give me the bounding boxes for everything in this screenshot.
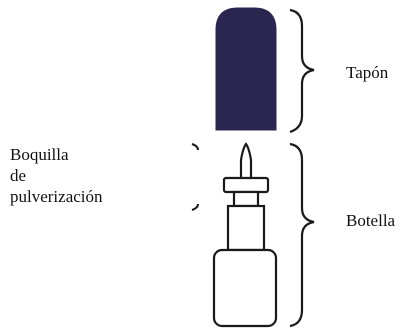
nozzle-label-line-2: de xyxy=(10,166,27,185)
nozzle-bracket-top xyxy=(191,143,199,151)
nozzle-collar xyxy=(222,176,270,194)
cap-shape xyxy=(215,7,277,131)
bottle-label: Botella xyxy=(346,211,396,230)
nozzle-label-line-1: Boquilla xyxy=(10,145,69,164)
cap-brace xyxy=(289,8,315,134)
nozzle-label-line-3: pulverización xyxy=(10,187,103,206)
bottle-brace xyxy=(289,142,315,328)
nozzle-label: Boquilla de pulverización xyxy=(10,144,103,207)
cap-label: Tapón xyxy=(346,63,389,82)
pump-lower-neck xyxy=(226,204,266,252)
bottle-body xyxy=(212,248,278,328)
nozzle-tip-shape xyxy=(239,142,253,178)
nozzle-bracket-bottom xyxy=(191,203,199,211)
pump-upper-neck xyxy=(232,190,260,208)
